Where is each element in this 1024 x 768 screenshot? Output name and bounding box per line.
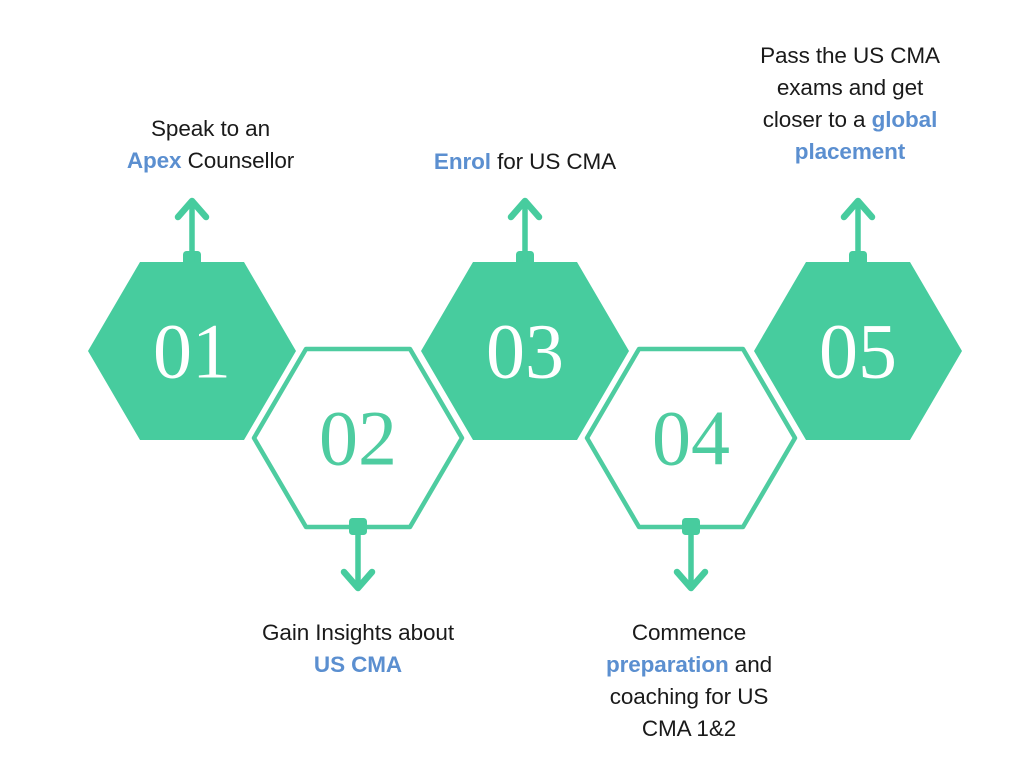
- arrow-head-up-icon-03: [507, 197, 543, 221]
- connector-down-04: [673, 518, 709, 592]
- caption-text: Counsellor: [181, 147, 295, 173]
- connector-up-03: [507, 197, 543, 268]
- step-03-caption: Enrol for US CMA: [370, 146, 680, 178]
- caption-highlight: US CMA: [313, 651, 403, 677]
- caption-text: exams and get: [776, 74, 924, 100]
- hexagon-number-02: 02: [319, 395, 397, 482]
- caption-highlight: Enrol: [433, 149, 491, 174]
- connector-up-01: [174, 197, 210, 268]
- caption-text: closer to a: [762, 106, 872, 132]
- caption-highlight: placement: [794, 138, 906, 164]
- arrow-head-up-icon-01: [174, 197, 210, 221]
- hexagon-number-05: 05: [819, 308, 897, 395]
- hexagon-04[interactable]: [584, 346, 798, 530]
- hexagon-01[interactable]: [88, 262, 296, 440]
- caption-highlight: Apex: [126, 147, 182, 173]
- connector-down-02: [340, 518, 376, 592]
- arrow-head-up-icon-05: [840, 197, 876, 221]
- connector-tab-02: [349, 518, 367, 535]
- caption-text: CMA 1&2: [641, 715, 737, 741]
- hexagon-number-01: 01: [153, 308, 231, 395]
- hexagon-number-04: 04: [652, 395, 730, 482]
- hexagon-05[interactable]: [754, 262, 962, 440]
- step-04-caption: Commence preparation and coaching for US CM…: [544, 617, 834, 745]
- step-01-group[interactable]: 01: [88, 197, 296, 440]
- step-05-group[interactable]: 05: [754, 197, 962, 440]
- step-03-group[interactable]: 03: [421, 197, 629, 440]
- connector-tab-04: [682, 518, 700, 535]
- caption-text: for US CMA: [490, 149, 617, 174]
- hexagon-02[interactable]: [251, 346, 465, 530]
- arrow-head-down-icon-04: [673, 568, 709, 592]
- caption-highlight: preparation: [605, 651, 729, 677]
- connector-up-05: [840, 197, 876, 268]
- caption-text: Speak to an: [151, 116, 270, 141]
- step-02-group[interactable]: 02: [251, 346, 465, 592]
- caption-text: Gain Insights about: [262, 620, 454, 645]
- caption-text: Commence: [631, 620, 747, 645]
- caption-text: coaching for US: [609, 683, 769, 709]
- caption-highlight: global: [871, 106, 938, 132]
- step-04-group[interactable]: 04: [584, 346, 798, 592]
- arrow-head-down-icon-02: [340, 568, 376, 592]
- hexagon-number-03: 03: [486, 308, 564, 395]
- hexagon-03[interactable]: [421, 262, 629, 440]
- caption-text: Pass the US CMA: [760, 43, 940, 68]
- step-02-caption: Gain Insights about US CMA: [188, 617, 528, 681]
- caption-text: and: [728, 651, 773, 677]
- step-01-caption: Speak to an Apex Counsellor: [38, 113, 383, 177]
